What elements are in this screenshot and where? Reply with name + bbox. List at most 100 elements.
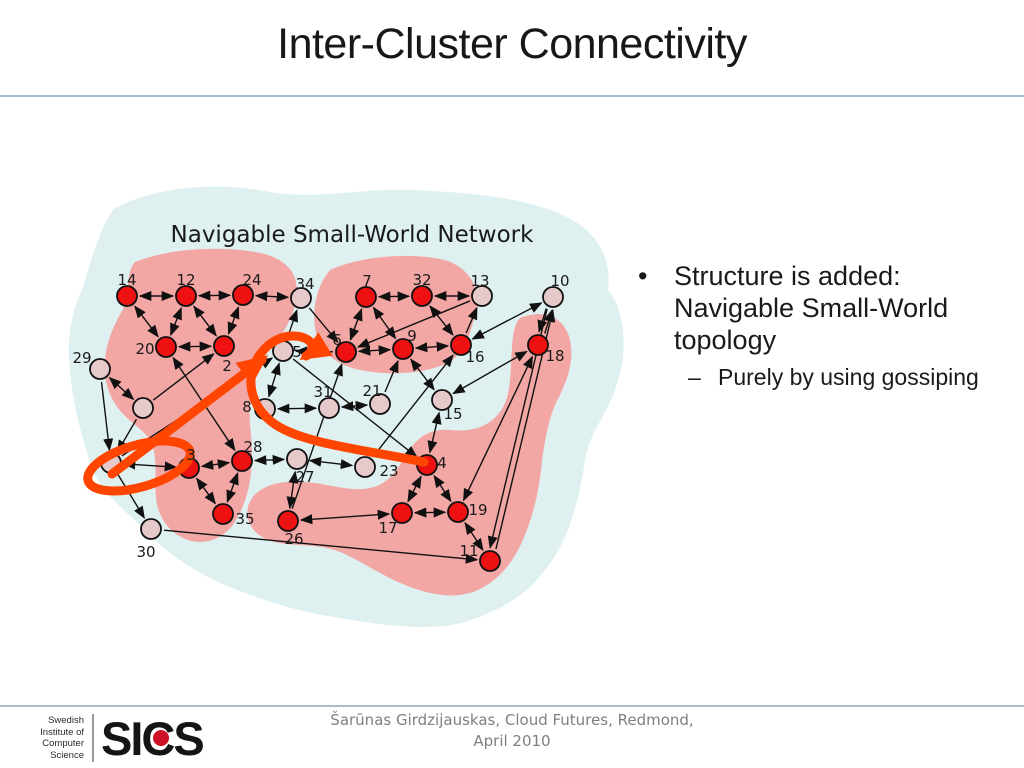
graph-node-11 xyxy=(479,550,501,572)
bullet-text: Structure is added: Navigable Small-Worl… xyxy=(674,261,949,355)
node-label-4: 4 xyxy=(437,454,447,472)
credit-line-1: Šarūnas Girdzijauskas, Cloud Futures, Re… xyxy=(330,711,694,729)
graph-edge-30-11 xyxy=(163,529,479,564)
graph-edge-5-8 xyxy=(267,362,281,398)
logo-red-dot xyxy=(152,730,169,746)
graph-node-31 xyxy=(318,397,340,419)
node-label-11: 11 xyxy=(459,542,478,560)
graph-edge-7-32 xyxy=(377,291,411,302)
logo-org-line: Science xyxy=(50,749,84,761)
graph-edge-18-19 xyxy=(462,355,534,502)
node-label-35: 35 xyxy=(235,510,254,528)
graph-node-9 xyxy=(392,338,414,360)
node-label-21: 21 xyxy=(362,382,381,400)
graph-edge-u1-2 xyxy=(152,353,215,401)
graph-node-14 xyxy=(116,285,138,307)
node-label-6: 6 xyxy=(332,331,342,349)
node-label-32: 32 xyxy=(412,271,431,289)
node-label-2: 2 xyxy=(222,357,232,375)
graph-edge-12-24 xyxy=(197,290,232,301)
graph-edge-23-16 xyxy=(372,354,454,458)
graph-node-24 xyxy=(232,284,254,306)
graph-node-13 xyxy=(471,285,493,307)
node-label-3: 3 xyxy=(186,446,196,464)
graph-node-35 xyxy=(212,503,234,525)
logo-wordmark: SICS xyxy=(101,712,205,764)
graph-node-12 xyxy=(175,285,197,307)
logo-divider xyxy=(92,714,94,762)
graph-edge-3-35 xyxy=(195,477,217,505)
graph-node-15 xyxy=(431,389,453,411)
sics-logo: Swedish Institute of Computer Science SI… xyxy=(6,710,205,766)
graph-edge-28-35 xyxy=(226,472,239,503)
node-label-24: 24 xyxy=(242,271,261,289)
graph-edge-26-17 xyxy=(299,509,391,525)
graph-edge-29-u2 xyxy=(100,381,114,452)
sub-bullet-dash: – xyxy=(688,364,701,390)
node-label-29: 29 xyxy=(72,349,91,367)
graph-edge-16-10 xyxy=(471,302,543,340)
node-label-28: 28 xyxy=(243,438,262,456)
graph-nodes xyxy=(89,284,564,572)
graph-edge-27-23 xyxy=(308,456,354,470)
node-label-15: 15 xyxy=(443,405,462,423)
logo-org-line: Swedish xyxy=(48,715,84,726)
node-label-18: 18 xyxy=(545,347,564,365)
node-label-17: 17 xyxy=(378,519,397,537)
graph-node-34 xyxy=(290,287,312,309)
graph-edge-6-9 xyxy=(357,345,392,356)
slide-title: Inter-Cluster Connectivity xyxy=(277,20,747,68)
node-label-34: 34 xyxy=(295,275,314,293)
logo-org-text: Swedish Institute of Computer Science xyxy=(6,715,84,761)
graph-node-19 xyxy=(447,501,469,523)
credit-line-2: April 2010 xyxy=(473,732,551,750)
node-label-27: 27 xyxy=(295,468,314,486)
node-label-31: 31 xyxy=(313,383,332,401)
graph-edge-9-16 xyxy=(414,341,450,353)
diagram-caption: Navigable Small-World Network xyxy=(170,222,534,248)
bullet-list: • Structure is added: Navigable Small-Wo… xyxy=(638,260,1016,391)
node-label-30: 30 xyxy=(136,543,155,561)
node-label-26: 26 xyxy=(284,530,303,548)
logo-name-text: SICS xyxy=(101,712,203,764)
graph-edge-32-16 xyxy=(429,305,454,336)
gossip-arrow-straight xyxy=(107,355,269,479)
graph-edges xyxy=(100,290,556,564)
graph-edge-3-28 xyxy=(200,459,231,470)
graph-node-32 xyxy=(411,285,433,307)
graph-edge-17-19 xyxy=(413,507,447,518)
graph-node-28 xyxy=(231,450,253,472)
graph-edge-19-11 xyxy=(464,521,484,552)
graph-edge-29-u1 xyxy=(108,376,135,401)
graph-edge-12-20 xyxy=(170,306,182,337)
graph-edge-20-2 xyxy=(177,341,213,352)
graph-node-16 xyxy=(450,334,472,356)
graph-node-26 xyxy=(277,510,299,532)
graph-edge-10-18 xyxy=(537,308,548,333)
gossip-route-arrows xyxy=(83,331,429,496)
node-label-9: 9 xyxy=(407,327,417,345)
graph-node-20 xyxy=(155,336,177,358)
graph-edge-28-27 xyxy=(253,454,286,466)
graph-node-7 xyxy=(355,286,377,308)
header-rule xyxy=(0,95,1024,97)
node-label-14: 14 xyxy=(117,271,136,289)
sub-bullet-text: Purely by using gossiping xyxy=(718,364,979,390)
gossip-arrow-curved xyxy=(246,331,429,467)
graph-edge-34-6 xyxy=(308,307,339,343)
footer-credit: Šarūnas Girdzijauskas, Cloud Futures, Re… xyxy=(262,710,762,752)
graph-node-u1 xyxy=(132,397,154,419)
graph-edge-4-19 xyxy=(433,474,452,503)
graph-node-18 xyxy=(527,334,549,356)
graph-edge-12-2 xyxy=(193,305,217,337)
graph-edge-7-6 xyxy=(349,308,363,341)
graph-edge-13-6 xyxy=(356,300,471,348)
graph-node-29 xyxy=(89,358,111,380)
logo-org-line: Institute of xyxy=(40,726,84,738)
bullet-item: • Structure is added: Navigable Small-Wo… xyxy=(638,260,1016,356)
node-label-8: 8 xyxy=(242,398,252,416)
node-label-13: 13 xyxy=(470,272,489,290)
graph-edge-31-21 xyxy=(340,400,369,412)
